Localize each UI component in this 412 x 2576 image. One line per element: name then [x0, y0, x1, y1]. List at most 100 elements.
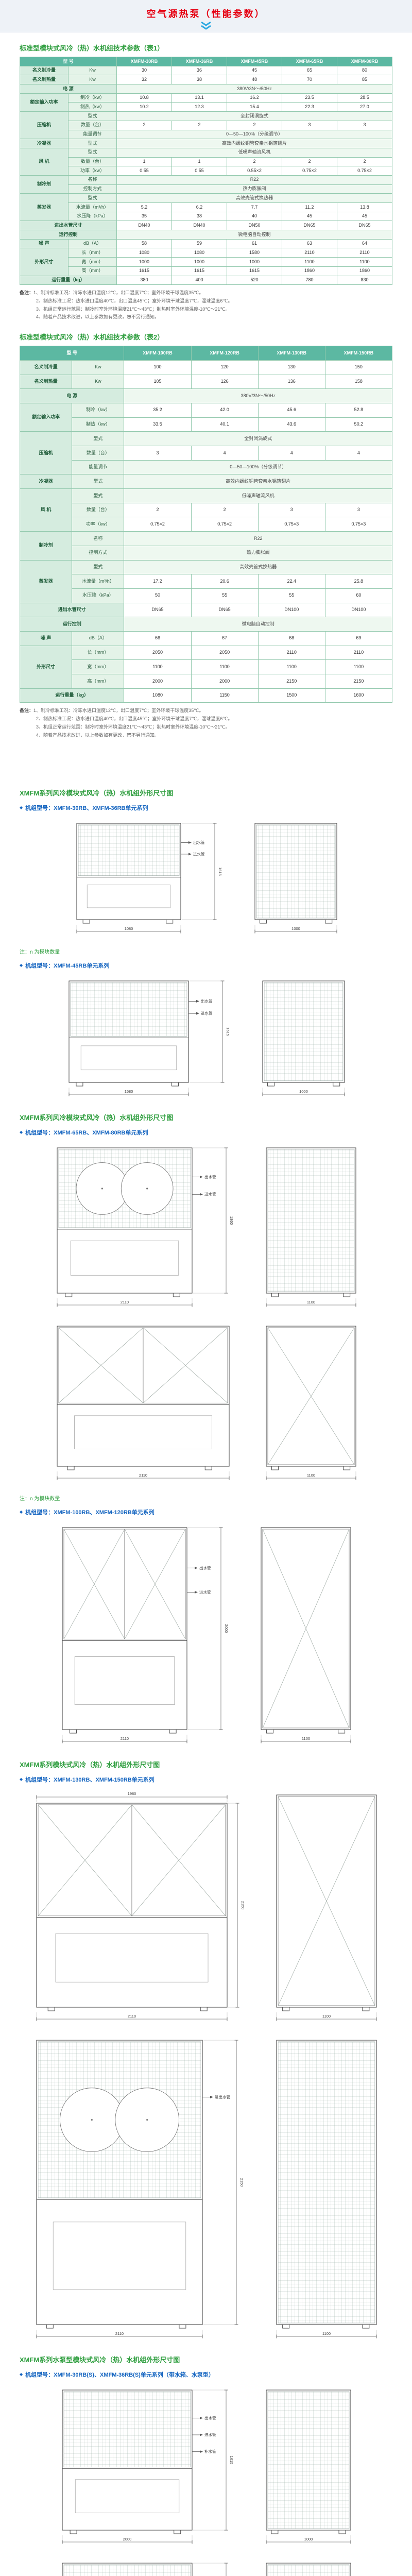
- table-cell: 33.5: [124, 417, 192, 432]
- table-cell: 38: [171, 211, 227, 222]
- unit-outline-diagram: 2110: [57, 1326, 230, 1480]
- table-cell: XMFM-65RB: [281, 57, 337, 66]
- table-cell: 压缩机: [19, 431, 73, 475]
- table-cell: 水流量（m³/h）: [67, 202, 117, 212]
- table-cell: 60: [324, 588, 393, 603]
- unit-outline-diagram: 水箱水泵20001615: [62, 2563, 228, 2576]
- table-cell: 16.2: [226, 93, 282, 103]
- svg-text:1100: 1100: [307, 1300, 315, 1304]
- table-cell: 1080: [124, 688, 192, 703]
- svg-text:1615: 1615: [229, 2456, 234, 2465]
- table-cell: 520: [226, 275, 282, 285]
- svg-text:进水管: 进水管: [193, 852, 205, 857]
- page-title: 空气源热泵（性能参数）: [146, 9, 266, 19]
- table-cell: 进出水管尺寸: [19, 602, 125, 618]
- svg-text:2110: 2110: [139, 1473, 147, 1478]
- table-cell: DN40: [116, 221, 172, 231]
- table-cell: Kw: [72, 360, 125, 375]
- svg-text:1615: 1615: [218, 868, 222, 876]
- diamond-bullet-icon: ◆: [20, 1777, 23, 1782]
- table-cell: 电 源: [19, 388, 125, 403]
- table-cell: 1100: [191, 659, 259, 674]
- table-cell: 噪 声: [20, 239, 68, 249]
- table-cell: 38: [171, 75, 227, 85]
- table-cell: 4: [324, 446, 393, 461]
- note-line: 4、随着产品技术改进，以上参数如有更改，恕不另行通知。: [36, 314, 160, 320]
- table-cell: 运行控制: [19, 617, 125, 632]
- svg-text:1100: 1100: [322, 2014, 331, 2019]
- table-cell: 数量（台）: [72, 446, 125, 461]
- table-cell: 3: [336, 120, 393, 130]
- table-cell: 名称: [67, 175, 117, 185]
- table-cell: 热力膨胀阀: [116, 184, 393, 194]
- table-cell: XMFM-80RB: [336, 57, 393, 66]
- subtitle-text: 机组型号：XMFM-100RB、XMFM-120RB单元系列: [25, 1510, 154, 1516]
- table-cell: 50.2: [324, 417, 393, 432]
- table-cell: 100: [124, 360, 192, 375]
- table-cell: 80: [336, 65, 393, 76]
- table-cell: 冷凝器: [20, 139, 68, 148]
- table-cell: 2: [226, 157, 282, 167]
- spacer: [0, 741, 412, 777]
- table-cell: Kw: [72, 374, 125, 389]
- table-cell: 型式: [72, 431, 125, 446]
- svg-text:进水管: 进水管: [204, 1192, 216, 1197]
- svg-text:1860: 1860: [229, 1216, 234, 1225]
- table-cell: 2: [124, 502, 192, 518]
- table-cell: 45.6: [258, 402, 325, 418]
- table-cell: 蒸发器: [20, 193, 68, 222]
- table-cell: 126: [191, 374, 259, 389]
- svg-text:进水管: 进水管: [199, 1589, 211, 1595]
- table-cell: DN100: [258, 602, 325, 618]
- table-cell: 58: [116, 239, 172, 249]
- table-cell: 型式: [67, 111, 117, 121]
- figure-row-30rbs-36rbs-b: 水箱水泵200016151000: [0, 2558, 412, 2576]
- table-cell: 2: [116, 120, 172, 130]
- table-cell: 1000: [171, 257, 227, 267]
- table-cell: 名义制热量: [19, 374, 73, 389]
- table-cell: 36: [171, 65, 227, 76]
- table-cell: 0.75×2: [336, 166, 393, 176]
- table-cell: 40.1: [191, 417, 259, 432]
- table-cell: 低噪声轴流风机: [124, 488, 392, 503]
- subtitle-text: 机组型号：XMFM-30RB、XMFM-36RB单元系列: [25, 805, 148, 812]
- table-cell: 型式: [72, 488, 125, 503]
- table-cell: DN40: [171, 221, 227, 231]
- table-cell: 3: [124, 446, 192, 461]
- table-cell: 400: [171, 275, 227, 285]
- svg-text:出水管: 出水管: [193, 840, 205, 845]
- svg-text:2110: 2110: [128, 2014, 136, 2019]
- table-cell: 69: [324, 631, 393, 646]
- table-cell: 1080: [171, 248, 227, 258]
- table-cell: 59: [171, 239, 227, 249]
- table-cell: 1: [171, 157, 227, 167]
- table-cell: 额定输入功率: [20, 93, 68, 112]
- table-cell: 型式: [67, 139, 117, 148]
- svg-text:1980: 1980: [128, 1791, 136, 1796]
- diamond-bullet-icon: ◆: [20, 805, 23, 810]
- table-cell: XMFM-130RB: [258, 346, 325, 361]
- table-cell: 2050: [191, 645, 259, 660]
- diamond-bullet-icon: ◆: [20, 2372, 23, 2377]
- table-cell: 1100: [258, 659, 325, 674]
- table-cell: 380: [116, 275, 172, 285]
- table-cell: 型式: [72, 474, 125, 489]
- table-cell: XMFM-150RB: [324, 346, 393, 361]
- table-cell: 长（mm）: [72, 645, 125, 660]
- table-cell: 额定输入功率: [19, 402, 73, 432]
- section-title-table2: 标准型模块式风冷（热）水机组技术参数（表2）: [20, 333, 164, 342]
- table-cell: 制热（kw）: [67, 102, 117, 112]
- table-cell: 能量调节: [67, 129, 117, 140]
- section-title-dim3: XMFM系列模块式风冷（热）水机组外形尺寸图: [20, 1761, 160, 1769]
- table-cell: 1600: [324, 688, 393, 703]
- table-cell: 12.3: [171, 102, 227, 112]
- table-cell: 长（mm）: [67, 248, 117, 258]
- table-cell: 1000: [226, 257, 282, 267]
- note-line: 2、制热标准工况：热水进口温度40℃，出口温度45℃；室外环境干球温度7℃，湿球…: [36, 298, 233, 303]
- table-cell: 65: [281, 65, 337, 76]
